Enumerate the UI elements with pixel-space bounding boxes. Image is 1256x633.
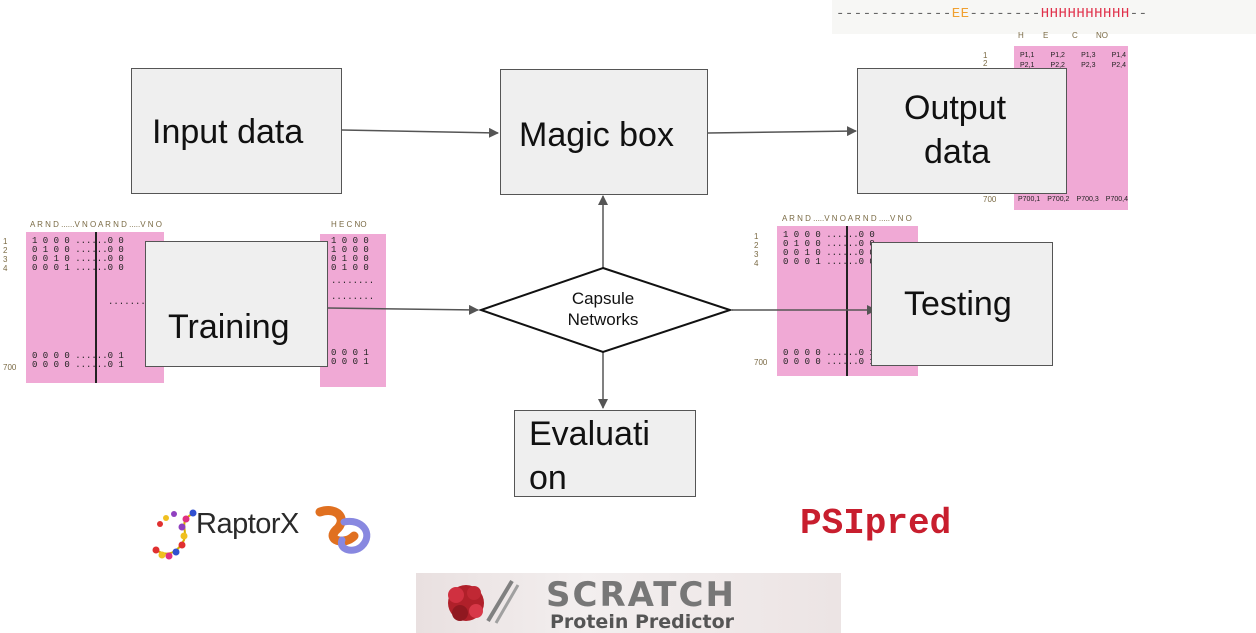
matrix-row: 0 0 0 0 ......0 1 (783, 357, 875, 367)
ss-strip: -------------EE--------HHHHHHHHHH-- (832, 0, 1256, 34)
input-data-label: Input data (152, 113, 304, 151)
matrix-cell: P2,3 (1081, 62, 1096, 69)
row-index: 4 (3, 264, 8, 273)
matrix-header: A R N D ......V N O A R N D .....V N O (30, 220, 163, 229)
label-dots: ........ (331, 292, 375, 302)
matrix-row: 0 0 0 1 ......0 0 (32, 263, 124, 273)
arrow-training-to-capsule (327, 304, 479, 315)
output-data-label-line1: Output (904, 89, 1007, 127)
ss-strand: EE (951, 6, 970, 22)
header-e: E (1043, 31, 1049, 40)
ss-dashes: -- (1129, 6, 1148, 22)
scratch-subtitle: Protein Predictor (550, 611, 735, 633)
scratch-title: SCRATCH (546, 575, 736, 615)
row-index: 1 (983, 51, 988, 60)
row-index: 1 (754, 232, 759, 241)
matrix-cell: P1,1 (1020, 52, 1035, 59)
row-index: 2 (3, 246, 8, 255)
row-index: 700 (3, 363, 17, 372)
evaluation-label-line1: Evaluati (529, 415, 650, 453)
label-row: 0 1 0 0 (331, 263, 369, 273)
label-row: 1 0 0 0 (331, 236, 369, 246)
row-index: 4 (754, 259, 759, 268)
header-no: NO (1096, 31, 1108, 40)
capsule-networks-label: Capsule Networks (540, 288, 666, 330)
matrix-cell: P700,1 (1018, 196, 1041, 203)
evaluation-label-line2: on (529, 459, 567, 497)
ss-dashes: ------------- (836, 6, 952, 22)
raptorx-chain-graphic (152, 506, 371, 560)
evaluation-box: Evaluati on (514, 410, 696, 497)
label-matrix-fill (320, 234, 386, 387)
capsule-diamond (477, 266, 734, 354)
matrix-row: 1 0 0 0 ......0 0 (783, 230, 875, 240)
label-row: 0 1 0 0 (331, 254, 369, 264)
row-index: 1 (3, 237, 8, 246)
magic-box: Magic box (500, 69, 708, 195)
magic-box-label: Magic box (519, 116, 674, 154)
label-row: 1 0 0 0 (331, 245, 369, 255)
label-row: 0 0 0 1 (331, 348, 369, 358)
matrix-cell: P1,2 (1050, 52, 1065, 59)
header-h: H (1018, 31, 1024, 40)
psipred-wordmark: PSIpred (800, 503, 952, 544)
matrix-cell: P2,2 (1050, 62, 1065, 69)
matrix-cell: P700,4 (1105, 196, 1128, 203)
matrix-cell: P1,4 (1111, 52, 1126, 59)
protein-icon (448, 579, 520, 624)
row-index: 2 (983, 59, 988, 68)
output-data-label-line2: data (924, 133, 991, 171)
testing-box: Testing (871, 242, 1053, 366)
matrix-row: 0 1 0 0 ......0 0 (32, 245, 124, 255)
training-label: Training (168, 308, 290, 346)
matrix-row: 0 0 0 0 ......0 1 (32, 360, 124, 370)
psipred-logo: PSIpred (800, 503, 1000, 547)
matrix-row: 1 0 0 0 ......0 0 (32, 236, 124, 246)
matrix-cell: P700,3 (1076, 196, 1099, 203)
matrix-dots: ........... (108, 297, 168, 307)
testing-label: Testing (904, 285, 1012, 323)
ss-helix: HHHHHHHHHH (1040, 6, 1130, 22)
matrix-cell: P2,4 (1111, 62, 1126, 69)
arrow-input-to-magic (341, 127, 499, 138)
raptorx-wordmark: RaptorX (196, 508, 299, 540)
training-box: Training (145, 241, 328, 367)
input-data-box: Input data (131, 68, 342, 194)
train-matrix: A R N D ......V N O A R N D .....V N O 1… (0, 215, 390, 387)
capsule-label-line1: Capsule (571, 289, 635, 308)
matrix-row: 0 0 1 0 ......0 0 (783, 248, 875, 258)
matrix-row: 0 0 1 0 ......0 0 (32, 254, 124, 264)
label-dots: ........ (331, 276, 375, 286)
arrow-magic-to-output (707, 126, 857, 137)
label-header: H E C NO (331, 220, 367, 229)
matrix-cell: P700,2 (1047, 196, 1070, 203)
capsule-label-line2: Networks (567, 310, 639, 329)
matrix-cell: P2,1 (1020, 62, 1035, 69)
matrix-row: 0 0 0 1 ......0 0 (783, 257, 875, 267)
ss-dashes: -------- (969, 6, 1041, 22)
matrix-cell: P1,3 (1081, 52, 1096, 59)
matrix-header: A R N D .....V N O A R N D .....V N O (782, 214, 912, 223)
matrix-row: 0 1 0 0 ......0 0 (783, 239, 875, 249)
matrix-row: 0 0 0 0 ......0 1 (783, 348, 875, 358)
row-index: 3 (3, 255, 8, 264)
scratch-logo: SCRATCH Protein Predictor (416, 573, 841, 633)
matrix-divider (95, 232, 97, 383)
label-row: 0 0 0 1 (331, 357, 369, 367)
row-index: 700 (754, 358, 768, 367)
row-index: 3 (754, 250, 759, 259)
matrix-row: 0 0 0 0 ......0 1 (32, 351, 124, 361)
raptorx-logo: RaptorX (148, 500, 384, 560)
row-index: 700 (983, 195, 997, 204)
output-data-box: Output data (857, 68, 1067, 194)
matrix-divider (846, 226, 848, 376)
header-c: C (1072, 31, 1078, 40)
row-index: 2 (754, 241, 759, 250)
